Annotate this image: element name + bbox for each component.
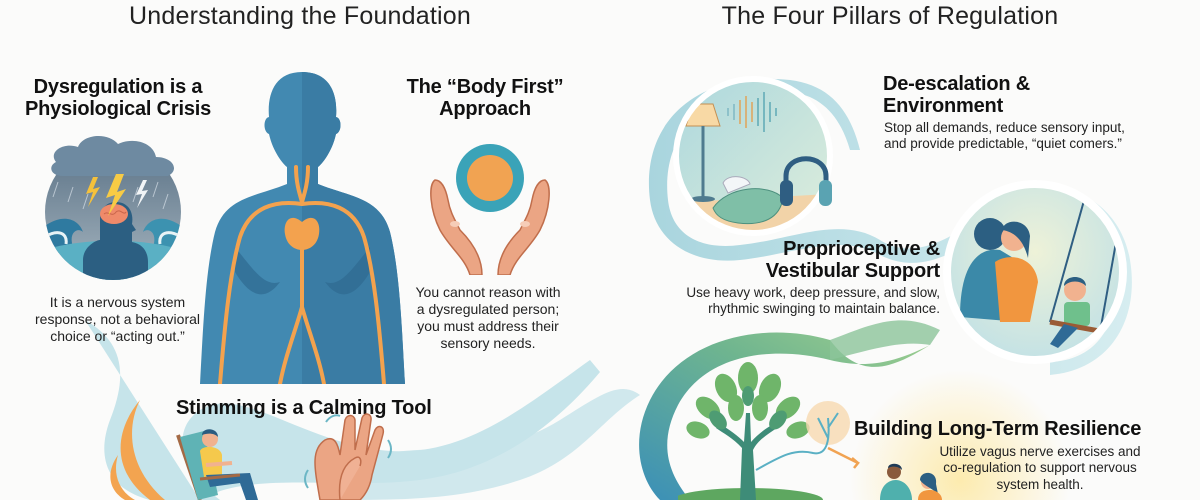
pillar-resilience-heading: Building Long-Term Resilience xyxy=(854,418,1142,440)
pillar-deescalation-heading: De-escalation & Environment xyxy=(883,73,1083,118)
hug-and-swing-icon xyxy=(943,180,1127,364)
pillar-proprioceptive-heading-line2: Vestibular Support xyxy=(765,260,940,283)
foundation-title: Understanding the Foundation xyxy=(129,2,471,30)
pillar-resilience-body-line3: system health. xyxy=(996,476,1084,492)
pillar-resilience-body: Utilize vagus nerve exercises and co-reg… xyxy=(920,444,1160,493)
pillar-proprioceptive-heading-line1: Proprioceptive & xyxy=(783,238,940,260)
pillar-deescalation-heading-line1: De-escalation & xyxy=(883,73,1031,95)
pillar-proprioceptive-body-line2: rhythmic swinging to maintain balance. xyxy=(708,301,940,317)
dysregulation-heading-line1: Dysregulation is a xyxy=(33,76,203,98)
dysregulation-body: It is a nervous system response, not a b… xyxy=(20,294,215,345)
pillar-deescalation-body: Stop all demands, reduce sensory input, … xyxy=(884,120,1184,153)
body-first-body-line2: a dysregulated person; xyxy=(416,301,560,318)
dysregulation-body-line3: choice or “acting out.” xyxy=(50,328,185,345)
body-first-heading: The “Body First” Approach xyxy=(395,76,575,121)
storm-brain-icon xyxy=(45,136,181,280)
pillar-resilience-body-line1: Utilize vagus nerve exercises and xyxy=(939,444,1141,459)
pillars-title: The Four Pillars of Regulation xyxy=(721,2,1059,30)
dysregulation-heading-line2: Physiological Crisis xyxy=(24,98,212,121)
human-body-nervous-system-icon xyxy=(200,72,405,384)
body-first-heading-line2: Approach xyxy=(439,98,531,121)
rocking-chair-person-icon xyxy=(176,429,258,500)
co-regulation-people-icon xyxy=(880,463,942,500)
pillar-resilience-body-line2: co-regulation to support nervous xyxy=(943,460,1137,476)
pillar-proprioceptive-body-line1: Use heavy work, deep pressure, and slow, xyxy=(686,285,940,300)
dysregulation-body-line1: It is a nervous system xyxy=(49,294,186,310)
pillar-deescalation-body-line2: and provide predictable, “quiet comers.” xyxy=(884,136,1122,152)
body-first-body-line4: sensory needs. xyxy=(440,335,536,352)
pillar-deescalation-body-line1: Stop all demands, reduce sensory input, xyxy=(884,120,1125,135)
pillar-proprioceptive-heading: Proprioceptive & Vestibular Support xyxy=(740,238,940,283)
pillar-deescalation-heading-line2: Environment xyxy=(883,95,1004,118)
body-first-heading-line1: The “Body First” xyxy=(406,76,564,98)
body-first-body: You cannot reason with a dysregulated pe… xyxy=(408,284,568,352)
body-first-body-line1: You cannot reason with xyxy=(415,284,561,300)
body-first-body-line3: you must address their xyxy=(417,318,559,335)
pillar-proprioceptive-body: Use heavy work, deep pressure, and slow,… xyxy=(660,285,940,318)
tree-vagus-nerve-icon xyxy=(678,362,860,500)
cupped-hands-icon xyxy=(430,144,550,275)
dysregulation-heading: Dysregulation is a Physiological Crisis xyxy=(18,76,218,121)
hand-flapping-icon xyxy=(304,413,392,500)
quiet-room-headphones-icon xyxy=(673,76,833,236)
dysregulation-body-line2: response, not a behavioral xyxy=(35,311,200,328)
